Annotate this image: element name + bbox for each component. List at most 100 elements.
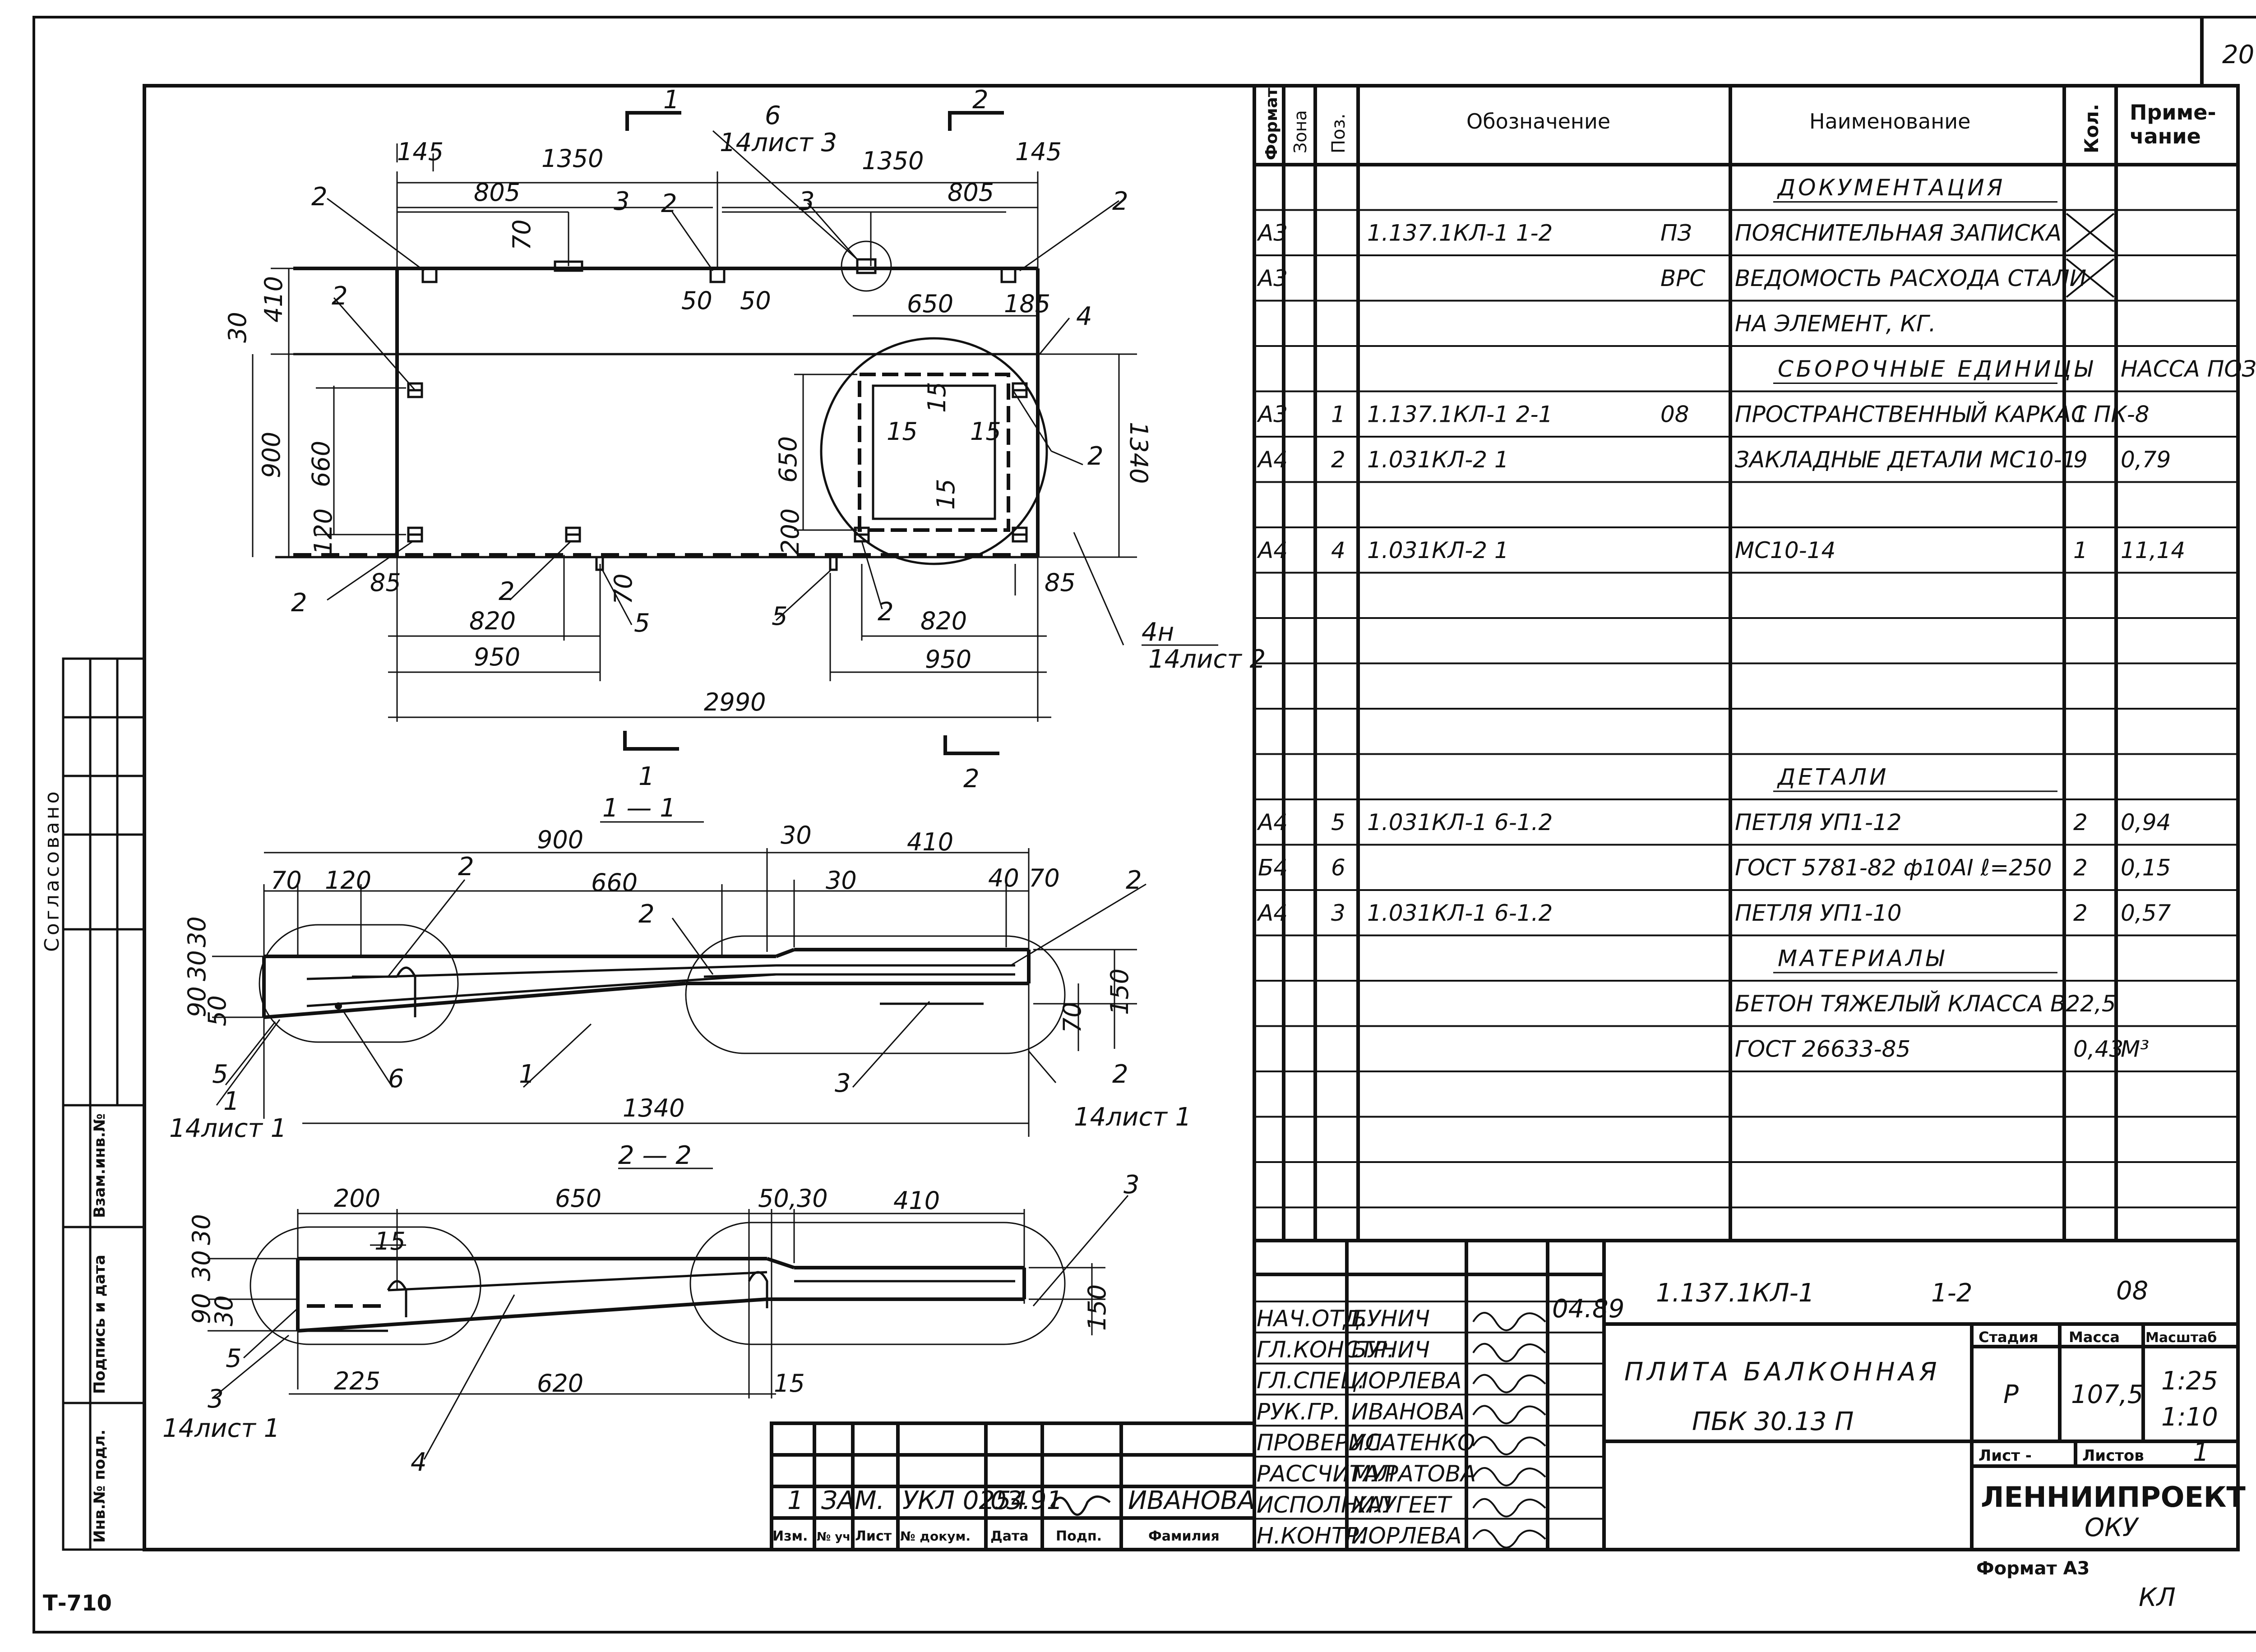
signature-mark [1472, 1467, 1546, 1486]
spec-cell-pos: 3 [1331, 900, 1345, 926]
spec-cell-name: БЕТОН ТЯЖЕЛЫЙ КЛАССА В22,5 [1735, 990, 2116, 1017]
spec-cell-format: А4 [1257, 447, 1288, 473]
tb-role-row: Н.КОНТР.ИОРЛЕВА [1257, 1523, 1546, 1549]
spec-cell-qty: 1 [2073, 401, 2088, 428]
spec-cell-qty: 0,43 [2073, 1036, 2123, 1062]
approval-label: Согласовано [41, 789, 64, 952]
tb-role-name: ИВАНОВА [1351, 1398, 1465, 1425]
corner-mark: КЛ [2139, 1583, 2176, 1612]
signature-mark [1472, 1312, 1546, 1331]
tb-role-row: ГЛ.СПЕЦ.ИОРЛЕВА [1257, 1368, 1546, 1394]
plan-callout-2-right: 2 [1087, 442, 1104, 471]
spec-header-note-1: Приме- [2130, 100, 2216, 125]
sec22-callout-3-bottom: 3 [208, 1384, 224, 1414]
plan-dim-660: 660 [307, 441, 335, 487]
tb-role-name: БУНИЧ [1351, 1337, 1430, 1363]
spec-cross-mark [2066, 258, 2115, 298]
spec-cell-name: ПРОСТРАНСТВЕННЫЙ КАРКАС ПК-8 [1735, 401, 2150, 428]
plan-callout-4n-sheet: 14лист 2 [1148, 645, 1266, 674]
spec-cell-name: СБОРОЧНЫЕ ЕДИНИЦЫ [1778, 356, 2095, 382]
tb-role-row: ГЛ.КОНСТР.БУНИЧ [1257, 1337, 1546, 1363]
spec-cell-name: ДЕТАЛИ [1777, 764, 1889, 790]
spec-cell-name: МС10-14 [1735, 537, 1835, 563]
sec22-ref: 14лист 1 [162, 1414, 280, 1443]
spec-cell-format: А4 [1257, 900, 1288, 926]
spec-header-note-2: чание [2130, 124, 2201, 148]
section-1-1: 1 — 1 [169, 794, 1191, 1143]
spec-cell-doc-code: ПЗ [1660, 220, 1692, 246]
side-field-replace: Взам.инв.№ [91, 1113, 109, 1218]
sec11-dim-30c: 30 [183, 916, 211, 947]
spec-header-name: Наименование [1809, 109, 1970, 134]
tb-role: Н.КОНТР. [1257, 1523, 1366, 1549]
sec22-dim-650: 650 [555, 1184, 601, 1213]
spec-row: СБОРОЧНЫЕ ЕДИНИЦЫ НАССА ПОЗ. КГ [1773, 356, 2256, 384]
rev-header-list: Лист [855, 1528, 892, 1544]
tb-role: НАЧ.ОТД. [1257, 1306, 1368, 1332]
sec11-dim-30a: 30 [781, 821, 812, 849]
tb-role: РУК.ГР. [1257, 1398, 1341, 1425]
sec11-callout-1-mid: 1 [519, 1060, 535, 1089]
spec-cell-pos: 2 [1331, 447, 1345, 473]
sec11-dim-30b: 30 [826, 866, 857, 895]
spec-cell-doc-code: 08 [1660, 401, 1689, 428]
spec-cell-name: ГОСТ 26633-85 [1735, 1036, 1910, 1062]
rev-header-surname: Фамилия [1148, 1528, 1220, 1544]
sec11-callout-5: 5 [212, 1060, 228, 1089]
sec11-dim-660: 660 [591, 868, 638, 897]
plan-callout-6-ref: 14лист 3 [720, 128, 837, 157]
spec-row: ДЕТАЛИ [1773, 764, 2057, 792]
spec-cross-mark [2066, 212, 2115, 253]
plan-dim-820a: 820 [469, 607, 516, 635]
spec-cell-format: А3 [1257, 220, 1288, 246]
sec22-dim-30b: 30 [187, 1250, 216, 1281]
spec-cell-designation: 1.031КЛ-1 6-1.2 [1367, 900, 1553, 926]
spec-cell-name: ДОКУМЕНТАЦИЯ [1777, 175, 2005, 201]
title-block: 1.137.1КЛ-1 1-2 08 ПЛИТА БАЛКОННАЯ ПБК 3… [1253, 1239, 2246, 1579]
plan-callout-2-bottom-left: 2 [291, 588, 307, 618]
sec11-dim-120: 120 [325, 866, 371, 895]
plan-dim-145a: 145 [397, 138, 444, 166]
rev-date: 03.91 [990, 1486, 1063, 1515]
signature-mark [1472, 1436, 1546, 1455]
spec-cell-qty: 2 [2073, 855, 2088, 881]
spec-cell-note: 0,94 [2121, 809, 2171, 835]
spec-cell-designation: 1.031КЛ-2 1 [1367, 537, 1509, 563]
tb-sheet-label: Лист - [1979, 1447, 2032, 1465]
sec22-dim-200: 200 [334, 1184, 380, 1213]
signature-mark [1472, 1529, 1546, 1549]
tb-code: 1.137.1КЛ-1 [1656, 1278, 1814, 1308]
spec-cell-note: НАССА ПОЗ. КГ [2121, 356, 2256, 382]
spec-cell-name: ЗАКЛАДНЫЕ ДЕТАЛИ МС10-1 [1735, 447, 2076, 473]
spec-cell-pos: 4 [1331, 537, 1345, 563]
tb-role-row: НАЧ.ОТД.БУНИЧ [1257, 1306, 1546, 1332]
sec22-dim-410: 410 [893, 1186, 940, 1215]
tb-mass-header: Масса [2069, 1329, 2120, 1346]
spec-row: МАТЕРИАЛЫ [1773, 946, 2057, 974]
sec11-dim-1340: 1340 [623, 1094, 684, 1122]
plan-callout-4n: 4н [1142, 618, 1174, 647]
drawing-area-border [143, 84, 2240, 1551]
spec-header-zone: Зона [1290, 110, 1310, 153]
spec-cell-format: А3 [1257, 265, 1288, 291]
plan-callout-5-left: 5 [634, 609, 650, 638]
plan-dim-1340: 1340 [1124, 422, 1153, 484]
sec11-dim-50: 50 [203, 995, 231, 1026]
sheet-code: Т-710 [43, 1591, 112, 1616]
tb-scale-2: 1:10 [2161, 1403, 2218, 1432]
plan-dim-50a: 50 [681, 286, 712, 315]
spec-cell-note: 0,57 [2121, 900, 2171, 926]
spec-row: НА ЭЛЕМЕНТ, КГ. [1735, 311, 1936, 337]
tb-role-name: МУРАТОВА [1351, 1461, 1476, 1487]
sec11-callout-2-right: 2 [1126, 866, 1142, 895]
sec11-callout-2-top: 2 [458, 852, 474, 881]
plan-dim-820b: 820 [920, 607, 967, 635]
spec-cell-note: 0,15 [2121, 855, 2171, 881]
rev-header-doc: № докум. [900, 1529, 971, 1544]
sec22-dim-30a: 30 [187, 1214, 216, 1245]
